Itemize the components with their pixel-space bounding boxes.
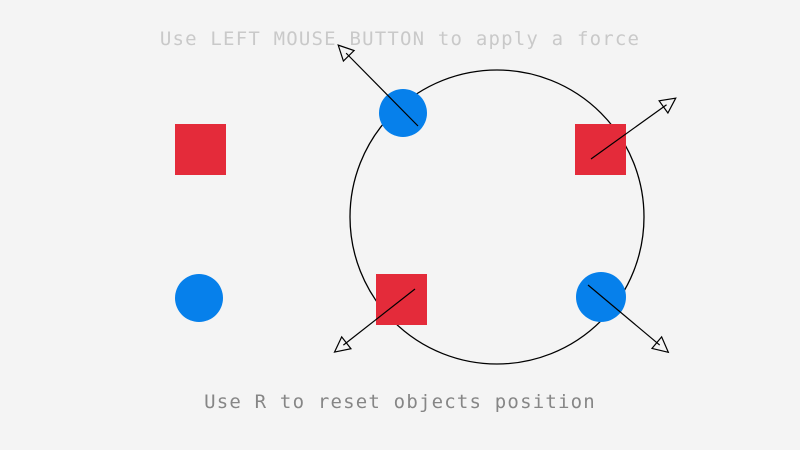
hint-text-apply-force: Use LEFT MOUSE BUTTON to apply a force [159,28,641,50]
force-vector-circle-bottom-right [587,284,670,354]
circle-free-left[interactable] [175,274,223,322]
square-free-left[interactable] [175,124,226,175]
circle-top[interactable] [379,89,427,137]
force-vector-square-bottom [333,288,416,353]
guide-circle [349,69,645,365]
force-vector-square-right [590,97,677,160]
hint-text-reset-objects: Use R to reset objects position [204,391,596,413]
circle-bottom-right[interactable] [576,272,626,322]
force-vector-circle-top [337,44,419,127]
square-right[interactable] [575,124,626,175]
